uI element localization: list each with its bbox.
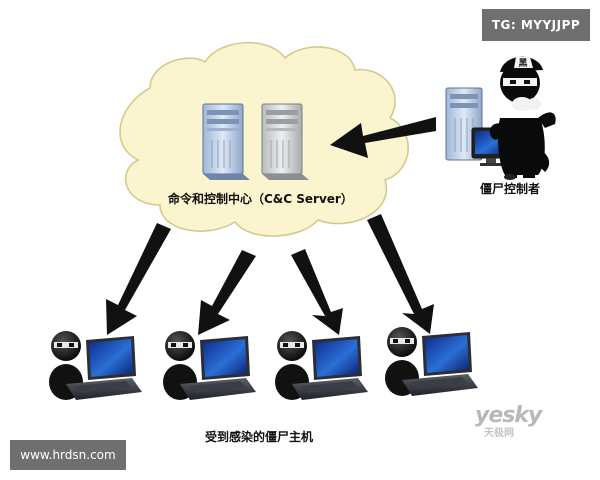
watermark-telegram: TG: MYYJJPP xyxy=(482,9,590,41)
infected-host-4 xyxy=(385,327,478,396)
laptop-icon xyxy=(402,332,478,396)
controller-badge-text: 黑 xyxy=(518,58,527,69)
server-grey-icon xyxy=(261,103,309,180)
arrow-controller-to-cc xyxy=(330,117,436,158)
arrow-to-host-2 xyxy=(198,250,256,335)
laptop-icon xyxy=(66,336,142,400)
infected-host-3 xyxy=(275,331,368,400)
infected-hosts-label: 受到感染的僵尸主机 xyxy=(205,430,314,444)
arrow-to-host-4 xyxy=(367,214,434,334)
laptop-icon xyxy=(292,336,368,400)
hacker-figure-icon: 黑 xyxy=(489,56,556,180)
server-blue-icon xyxy=(202,103,250,180)
yesky-logo-subtitle: 天极网 xyxy=(484,428,514,439)
controller-label: 僵尸控制者 xyxy=(480,182,541,196)
yesky-logo: yesky xyxy=(475,403,542,428)
watermark-website: www.hrdsn.com xyxy=(10,440,126,470)
cc-server-label: 命令和控制中心（C&C Server） xyxy=(168,192,353,206)
laptop-icon xyxy=(180,336,256,400)
infected-host-1 xyxy=(49,331,142,400)
arrow-to-host-1 xyxy=(106,223,171,335)
arrow-to-host-3 xyxy=(291,249,343,335)
infected-host-2 xyxy=(163,331,256,400)
